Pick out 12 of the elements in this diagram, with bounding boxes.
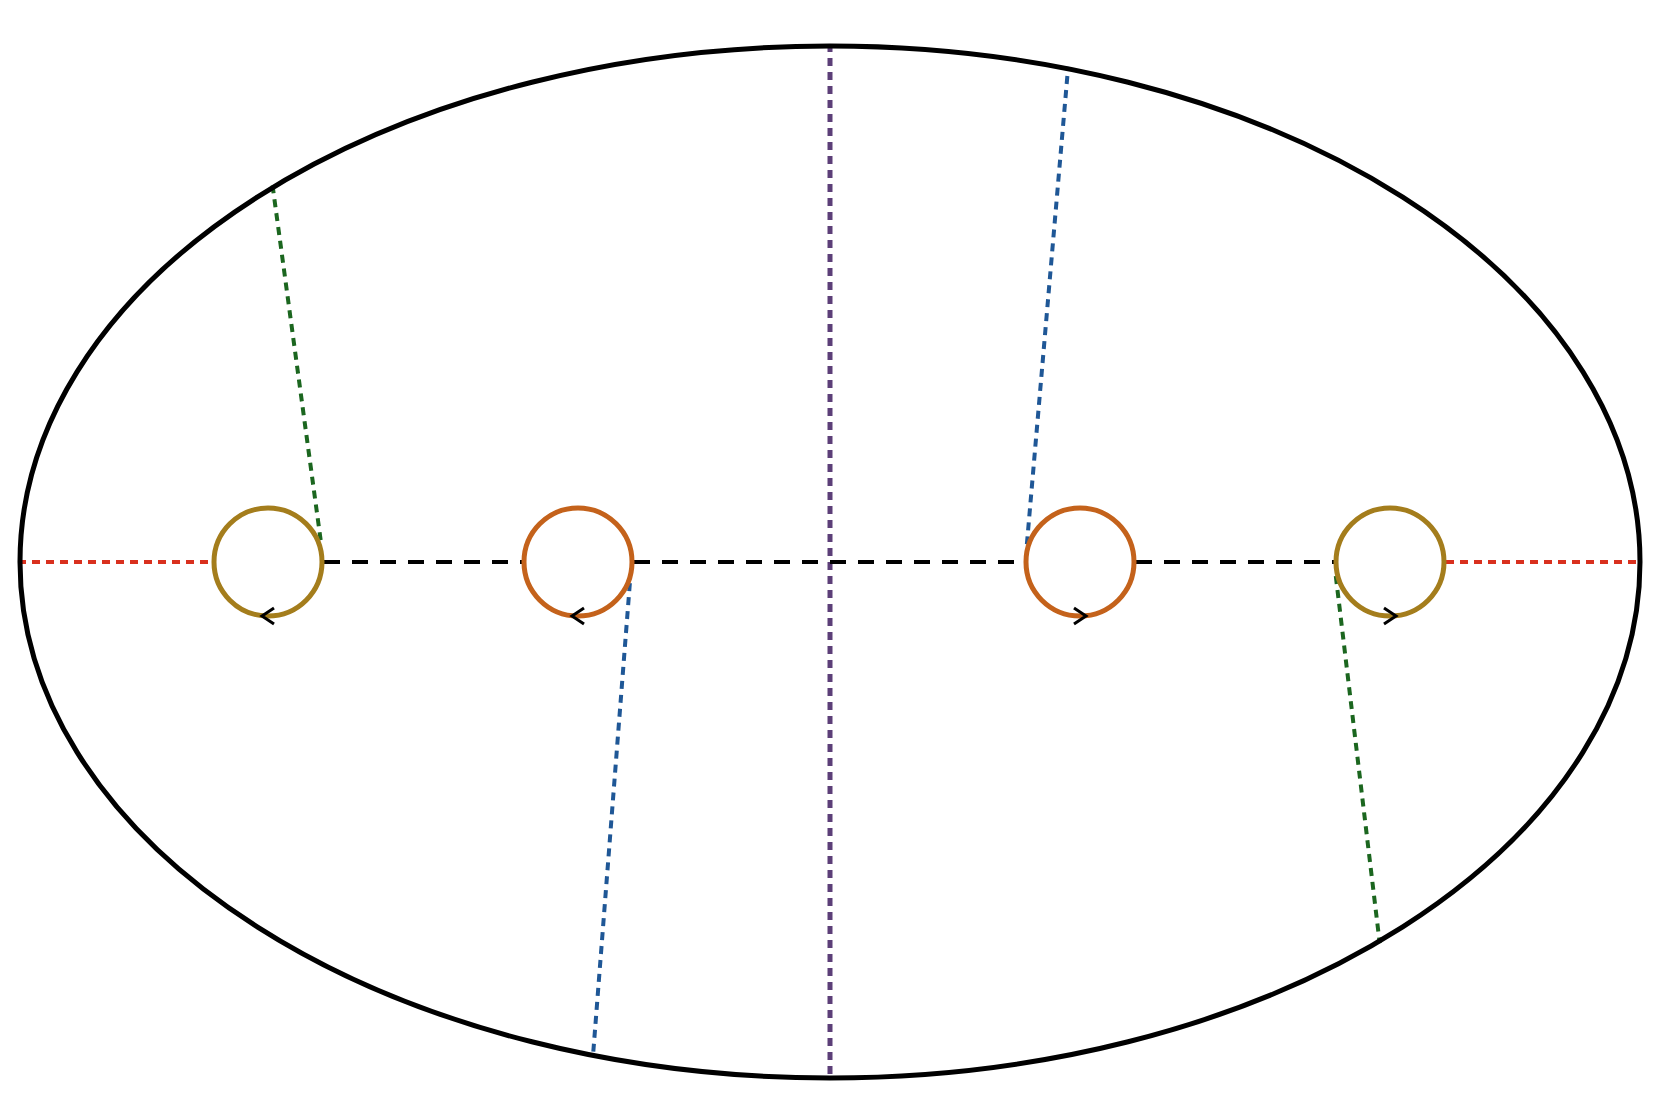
ellipse-outline (18, 44, 1642, 1080)
dashed-line (18, 560, 212, 564)
dashed-line (1333, 575, 1382, 944)
circle-with-direction-arrow (522, 506, 634, 628)
circle-with-direction-arrow (1334, 506, 1446, 628)
dashed-line (590, 582, 632, 1058)
dashed-line (270, 185, 324, 546)
dashed-line (1446, 560, 1642, 564)
circle-with-direction-arrow (1024, 506, 1136, 628)
circle-with-direction-arrow (212, 506, 324, 628)
dashed-line (1136, 560, 1334, 564)
dashed-line (324, 560, 522, 564)
